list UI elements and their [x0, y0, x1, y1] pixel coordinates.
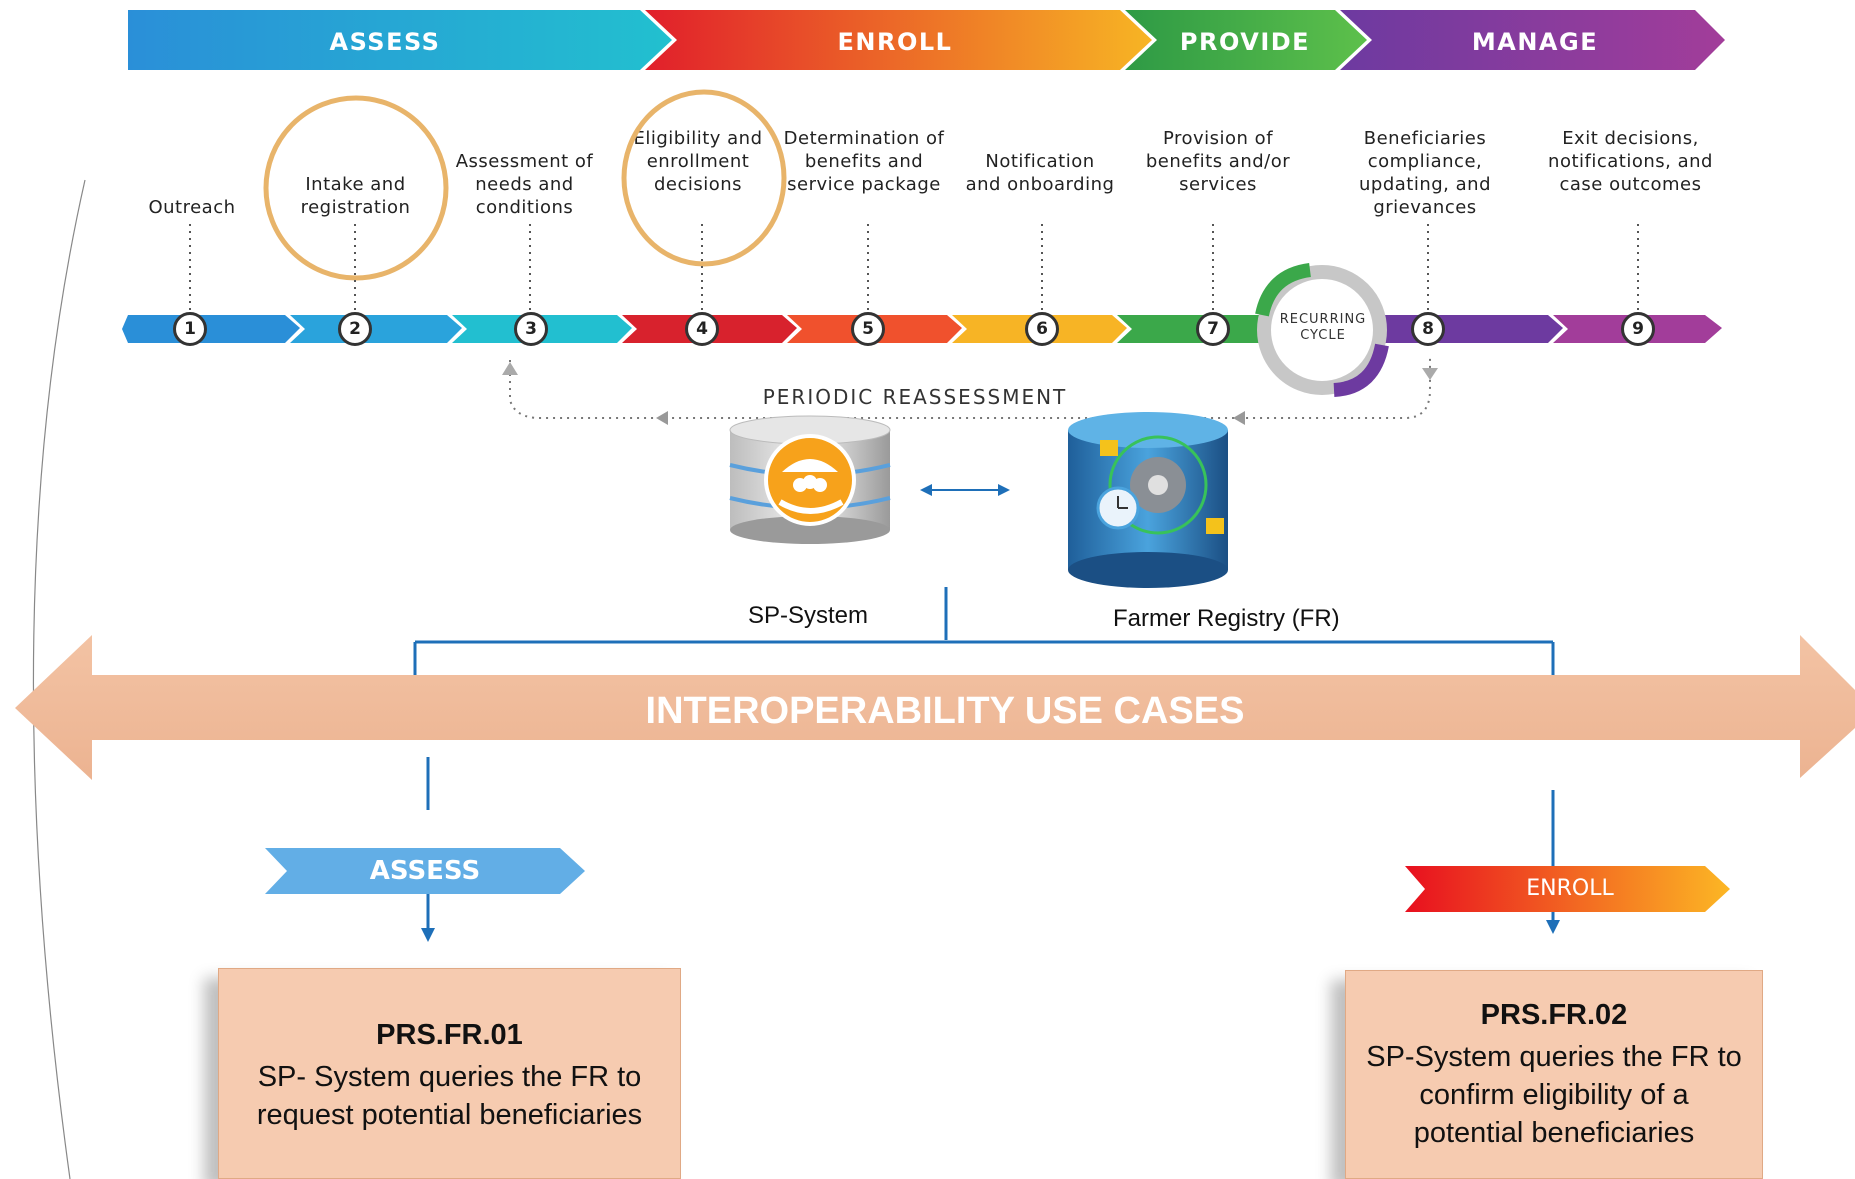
step-9-number: 9 — [1621, 312, 1655, 346]
phase-provide-shape — [1125, 10, 1367, 70]
sp-system-caption: SP-System — [748, 602, 869, 629]
phase-manage-label: MANAGE — [1471, 28, 1599, 56]
step-1-number: 1 — [173, 312, 207, 346]
step-5-label: Determination of benefits and service pa… — [783, 128, 945, 195]
step-8-label: Beneficiaries compliance, updating, and … — [1359, 128, 1491, 218]
highlight-step-4 — [621, 89, 787, 267]
step-5-number: 5 — [851, 312, 885, 346]
use-case-description: SP- System queries the FR to request pot… — [256, 1061, 643, 1131]
sync-double-arrow — [920, 484, 1010, 496]
step-3-number: 3 — [514, 312, 548, 346]
phase-assess-shape — [128, 10, 672, 70]
step-7-number: 7 — [1196, 312, 1230, 346]
use-case-card-prs-fr-02: PRS.FR.02 SP-System queries the FR to co… — [1345, 970, 1763, 1179]
farmer-registry-caption: Farmer Registry (FR) — [1113, 605, 1340, 632]
highlight-circles — [263, 89, 787, 281]
highlight-step-2 — [263, 95, 449, 281]
assess-tag-label: ASSESS — [369, 856, 481, 886]
step-6-label: Notification and onboarding — [965, 151, 1115, 195]
assess-tag-shape — [265, 848, 585, 894]
recurring-cycle-ring — [1257, 265, 1387, 395]
phase-assess-label: ASSESS — [329, 28, 441, 56]
step-3-label: Assessment of needs and conditions — [455, 151, 594, 218]
segment-2 — [290, 315, 462, 343]
use-case-code: PRS.FR.02 — [1480, 999, 1628, 1031]
enroll-tag-shape — [1405, 866, 1730, 912]
step-8-number: 8 — [1411, 312, 1445, 346]
phase-bar — [128, 10, 1725, 70]
phase-provide-label: PROVIDE — [1179, 28, 1311, 56]
step-4-label: Eligibility and enrollment decisions — [633, 128, 763, 195]
use-case-description: SP-System queries the FR to confirm elig… — [1366, 1041, 1742, 1149]
step-2-label: Intake and registration — [300, 174, 411, 218]
step-9-label: Exit decisions, notifications, and case … — [1548, 128, 1713, 195]
segment-1 — [122, 315, 300, 343]
sp-system-database-icon — [729, 415, 891, 544]
phase-manage-shape — [1340, 10, 1725, 70]
use-case-card-prs-fr-01: PRS.FR.01 SP- System queries the FR to r… — [218, 968, 681, 1179]
reassessment-loop — [509, 355, 1431, 419]
farmer-registry-database-icon — [1068, 412, 1228, 588]
periodic-reassessment-label: PERIODIC REASSESSMENT — [762, 385, 1068, 409]
interoperability-banner-title: INTEROPERABILITY USE CASES — [645, 690, 1245, 732]
step-4-number: 4 — [685, 312, 719, 346]
step-7-label: Provision of benefits and/or services — [1145, 128, 1291, 195]
phase-enroll-shape — [645, 10, 1152, 70]
phase-enroll-label: ENROLL — [837, 28, 953, 56]
step-1-label: Outreach — [148, 197, 236, 218]
enroll-tag-label: ENROLL — [1526, 876, 1614, 901]
use-case-code: PRS.FR.01 — [376, 1019, 523, 1051]
interoperability-banner-shape — [15, 635, 1855, 780]
step-6-number: 6 — [1025, 312, 1059, 346]
decorative-curve — [32, 179, 86, 1179]
recurring-cycle-label: RECURRING CYCLE — [1279, 312, 1367, 343]
step-2-number: 2 — [338, 312, 372, 346]
